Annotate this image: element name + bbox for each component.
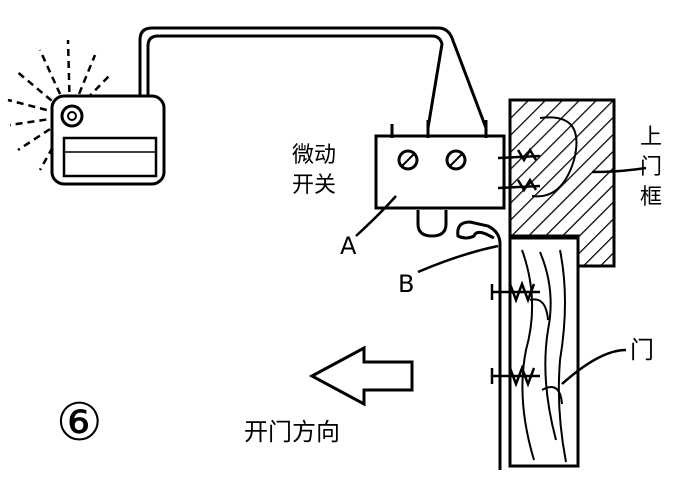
leader-b bbox=[417, 244, 499, 274]
upper-frame-label-2: 门 bbox=[640, 155, 662, 180]
actuator-bracket bbox=[456, 220, 540, 470]
switch-plunger bbox=[416, 210, 448, 238]
open-direction-label: 开门方向 bbox=[244, 418, 340, 446]
leader-a bbox=[355, 195, 397, 237]
door-label: 门 bbox=[630, 336, 654, 364]
leader-door bbox=[561, 348, 627, 385]
switch-screw bbox=[445, 149, 467, 171]
leader-upper-frame bbox=[591, 166, 647, 174]
arrow-left-icon bbox=[308, 345, 414, 407]
part-a-label: A bbox=[340, 232, 357, 260]
upper-frame-label-3: 框 bbox=[640, 185, 662, 210]
door-panel bbox=[508, 236, 580, 468]
figure-number: ⑥ bbox=[56, 393, 103, 453]
switch-screw bbox=[397, 149, 419, 171]
wiring bbox=[138, 26, 488, 129]
switch-body bbox=[374, 134, 506, 210]
lamp-bulb bbox=[60, 104, 84, 128]
micro-switch-label-line2: 开关 bbox=[292, 173, 336, 198]
part-b-label: B bbox=[398, 270, 414, 298]
micro-switch bbox=[374, 120, 541, 238]
micro-switch-label-line1: 微动 bbox=[292, 143, 336, 168]
upper-frame-label-1: 上 bbox=[640, 125, 662, 150]
lamp-lens bbox=[62, 136, 158, 178]
leader-lines bbox=[355, 166, 647, 385]
lamp-icon bbox=[7, 39, 166, 186]
